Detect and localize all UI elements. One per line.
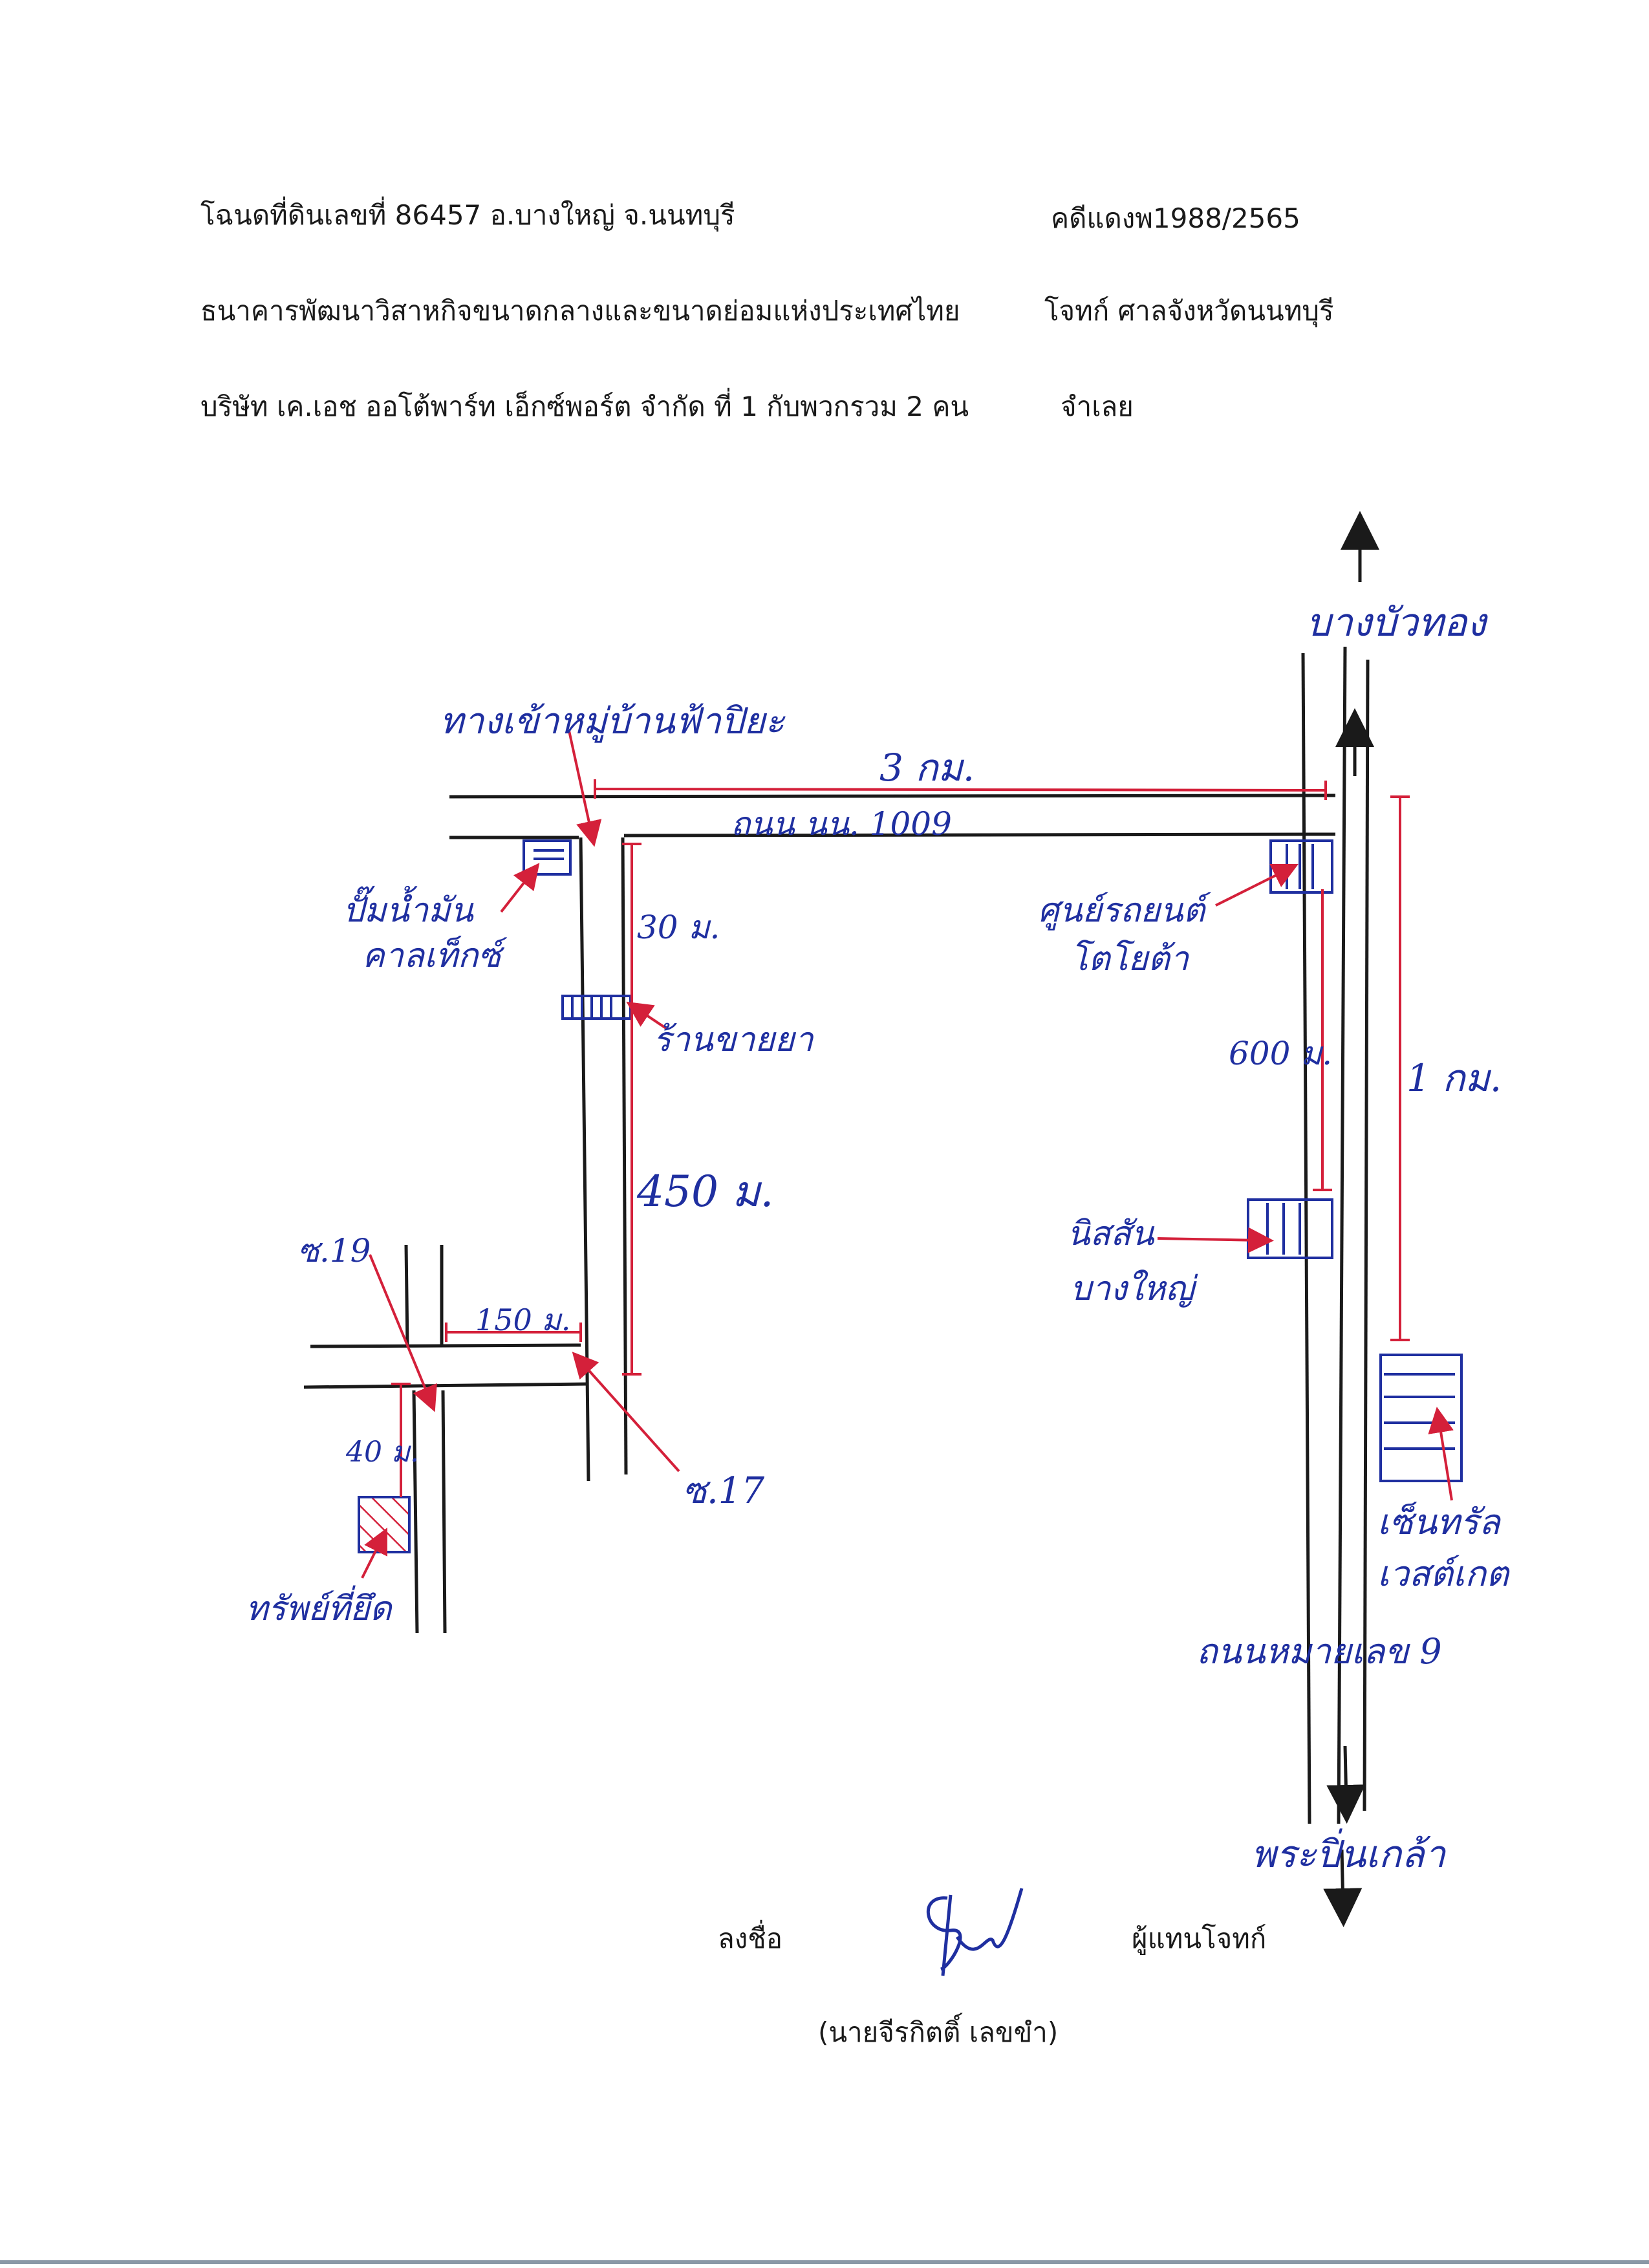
plaintiff-court: โจทก์ ศาลจังหวัดนนทบุรี bbox=[1044, 295, 1334, 327]
gas-station-label-1: ปั๊มน้ำมัน bbox=[343, 891, 473, 930]
central-label-2: เวสต์เกต bbox=[1377, 1553, 1509, 1594]
toyota-label-1: ศูนย์รถยนต์ bbox=[1038, 891, 1205, 930]
soi-17-label: ซ.17 bbox=[682, 1470, 765, 1512]
south-arrow bbox=[1323, 1745, 1366, 1927]
nissan-label-1: นิสสัน bbox=[1067, 1215, 1154, 1253]
pharmacy-box bbox=[561, 995, 632, 1020]
road-1009 bbox=[449, 794, 1336, 839]
north-destination-label: บางบัวทอง bbox=[1306, 600, 1486, 645]
village-entrance-label: ทางเข้าหมู่บ้านฟ้าปิยะ bbox=[440, 700, 785, 742]
soi-roads bbox=[303, 1244, 589, 1634]
toyota-box bbox=[1269, 839, 1333, 894]
central-label-1: เซ็นทรัล bbox=[1377, 1502, 1500, 1542]
distance-3km-label: 3 กม. bbox=[879, 746, 975, 790]
bank-name: ธนาคารพัฒนาวิสาหกิจขนาดกลางและขนาดย่อมแห… bbox=[200, 295, 960, 327]
page-bottom-edge bbox=[0, 2260, 1649, 2264]
main-road-label: ถนนหมายเลข 9 bbox=[1196, 1631, 1442, 1672]
sign-label: ลงชื่อ bbox=[718, 1923, 782, 1954]
nissan-label-2: บางใหญ่ bbox=[1070, 1269, 1194, 1308]
property-seized-box bbox=[358, 1496, 411, 1553]
distance-40m-label: 40 ม. bbox=[346, 1436, 419, 1469]
pharmacy-label: ร้านขายยา bbox=[653, 1021, 814, 1059]
road-1009-label: ถนน นน. 1009 bbox=[731, 805, 952, 843]
central-box bbox=[1379, 1354, 1463, 1482]
soi-19-label: ซ.19 bbox=[297, 1232, 371, 1269]
deed-number: โฉนดที่ดินเลขที่ 86457 อ.บางใหญ่ จ.นนทบุ… bbox=[200, 199, 735, 231]
distance-600m-label: 600 ม. bbox=[1229, 1035, 1333, 1072]
distance-150m-label: 150 ม. bbox=[475, 1302, 571, 1337]
nissan-box bbox=[1247, 1198, 1333, 1259]
distance-30m-label: 30 ม. bbox=[637, 909, 720, 946]
toyota-label-2: โตโยต้า bbox=[1070, 940, 1189, 978]
south-destination-label: พระปิ่นเกล้า bbox=[1251, 1832, 1446, 1876]
defendant-label: จำเลย bbox=[1061, 391, 1134, 422]
main-road bbox=[1301, 646, 1370, 1824]
distance-lines bbox=[391, 779, 1410, 1497]
gas-station-label-2: คาลเท็กซ์ bbox=[362, 936, 501, 975]
distance-1km-label: 1 กม. bbox=[1406, 1056, 1502, 1100]
pointer-arrows bbox=[361, 730, 1454, 1579]
distance-450m-label: 450 ม. bbox=[637, 1167, 774, 1216]
case-number: คดีแดงพ1988/2565 bbox=[1051, 202, 1300, 234]
north-arrow bbox=[1335, 511, 1379, 776]
signatory-name: (นายจีรกิตติ์ เลขขำ) bbox=[818, 2016, 1059, 2048]
signature bbox=[926, 1888, 1024, 1976]
property-seized-label: ทรัพย์ที่ยึด bbox=[246, 1590, 392, 1628]
company-name: บริษัท เค.เอช ออโต้พาร์ท เอ็กซ์พอร์ต จำก… bbox=[200, 391, 969, 422]
signatory-role: ผู้แทนโจทก์ bbox=[1132, 1923, 1267, 1954]
gas-station-box bbox=[523, 839, 572, 876]
